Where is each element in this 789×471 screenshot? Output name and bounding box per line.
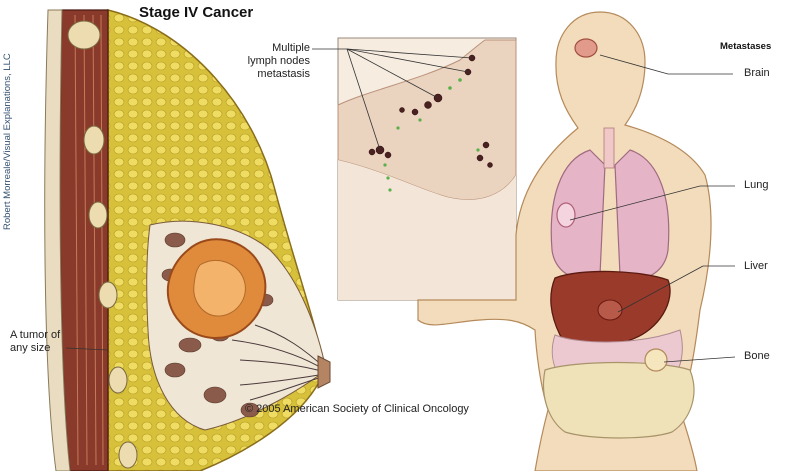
- lymph-label-line-1: Multiple: [226, 42, 310, 55]
- lymph-nodes-label: Multiple lymph nodes metastasis: [226, 42, 310, 81]
- tumor-core: [194, 260, 246, 316]
- lung-tumor: [557, 203, 575, 227]
- bone-tumor: [645, 349, 667, 371]
- page-title: Stage IV Cancer: [139, 6, 253, 19]
- metastases-header: Metastases: [720, 40, 771, 53]
- organ-label-brain: Brain: [744, 67, 770, 80]
- nipple: [318, 356, 330, 388]
- trachea: [604, 128, 614, 168]
- lymph-label-line-3: metastasis: [226, 68, 310, 81]
- tumor-label-line-1: A tumor of: [10, 329, 60, 342]
- tumor-label-line-2: any size: [10, 342, 60, 355]
- organ-label-liver: Liver: [744, 260, 768, 273]
- pelvis: [544, 363, 694, 439]
- lymph-node-panel: [312, 38, 516, 300]
- lymph-label-line-2: lymph nodes: [226, 55, 310, 68]
- tumor-label: A tumor of any size: [10, 329, 60, 355]
- copyright-notice: © 2005 American Society of Clinical Onco…: [245, 403, 469, 416]
- illustrator-credit: Robert Morreale/Visual Explanations, LLC: [2, 53, 13, 230]
- organ-label-lung: Lung: [744, 179, 768, 192]
- brain-tumor: [575, 39, 597, 57]
- liver-tumor: [598, 300, 622, 320]
- organ-label-bone: Bone: [744, 350, 770, 363]
